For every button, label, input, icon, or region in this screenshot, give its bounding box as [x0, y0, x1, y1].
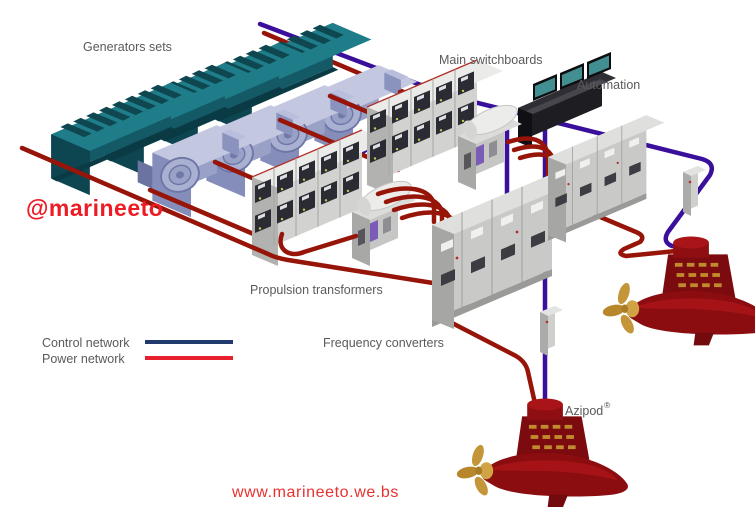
power-network-lines-mid [19, 136, 689, 411]
legend: Control network Power network [42, 336, 233, 366]
watermark-url: www.marineeto.we.bs [231, 484, 399, 501]
frequency-converters-label: Frequency converters [323, 336, 444, 350]
propulsion-transformers-label: Propulsion transformers [250, 283, 383, 297]
legend-control-label: Control network [42, 336, 130, 350]
pod-feeder-box-1 [683, 166, 706, 216]
automation-label: Automation [577, 78, 640, 92]
frequency-converter-2 [547, 114, 665, 243]
power-left-bus [19, 145, 436, 286]
control-main-bus [257, 21, 714, 251]
power-gen1-feeder [147, 187, 273, 244]
power-convB-to-stbd-pod [571, 203, 689, 259]
labels: Generators sets Main switchboards Automa… [83, 40, 640, 418]
azipod-label: Azipod [565, 404, 603, 418]
legend-power-label: Power network [42, 352, 125, 366]
azipod-stbd [601, 236, 755, 346]
pod-feeder-box-2 [540, 306, 563, 356]
power-swb1-to-xfmr1 [278, 231, 359, 257]
generators-sets-label: Generators sets [83, 40, 172, 54]
watermark-handle: @marineeto [26, 195, 163, 221]
azipod-registered-mark: ® [604, 400, 611, 410]
main-switchboards-label: Main switchboards [439, 53, 543, 67]
